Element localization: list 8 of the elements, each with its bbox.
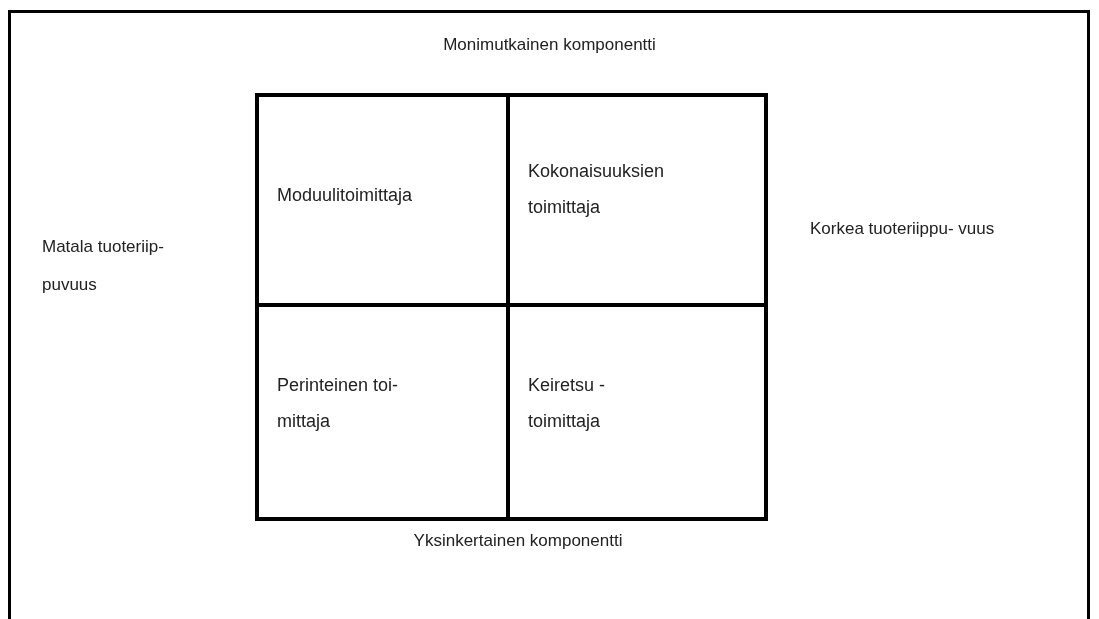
axis-label: Yksinkertainen komponentti <box>412 530 624 552</box>
quadrant-label: Perinteinen toi- mittaja <box>277 374 400 433</box>
quadrant-label: Kokonaisuuksien toimittaja <box>528 160 666 219</box>
axis-label: Matala tuoteriip- puvuus <box>42 236 165 296</box>
axis-label: Monimutkainen komponentti <box>442 34 657 56</box>
quadrant-label: Moduulitoimittaja <box>277 184 414 207</box>
quadrant-label: Keiretsu - toimittaja <box>528 374 607 433</box>
axis-label: Korkea tuoteriippu- vuus <box>810 218 996 240</box>
